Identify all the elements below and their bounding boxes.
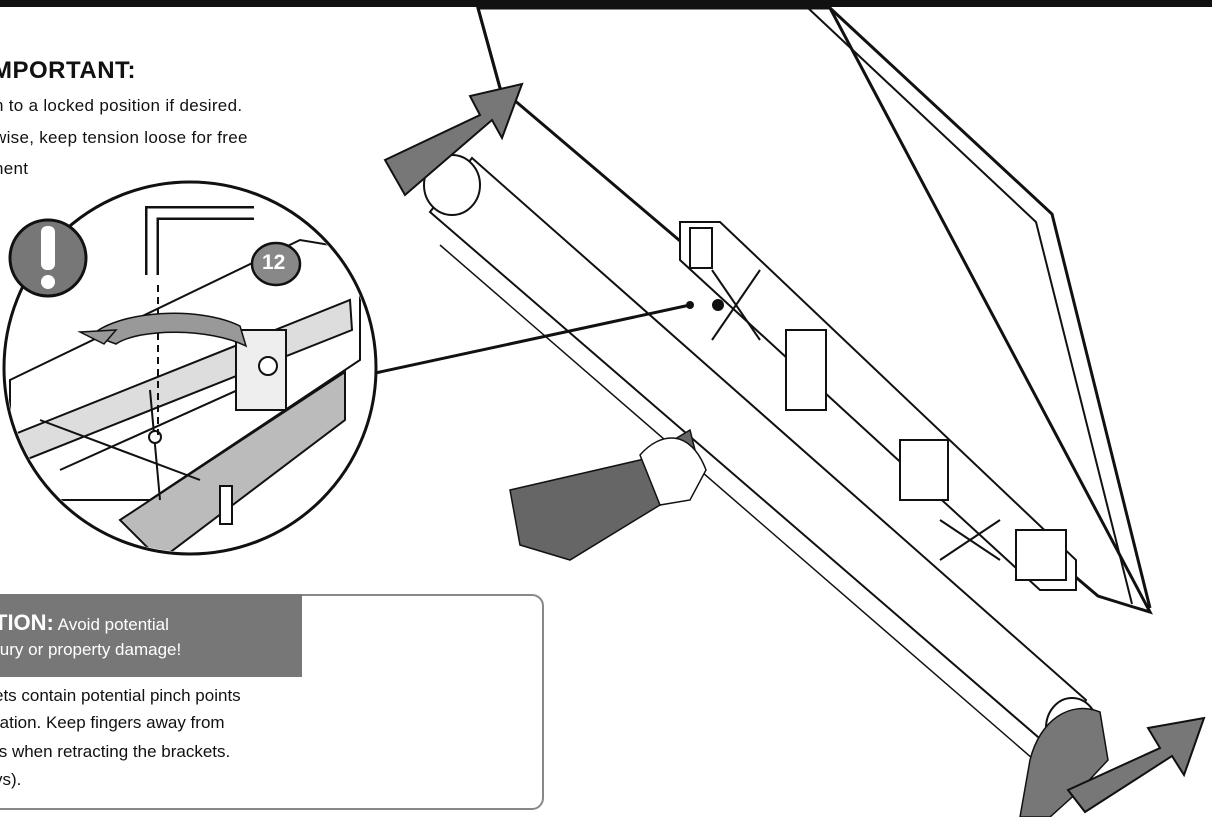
important-text-line: nent bbox=[0, 159, 29, 178]
top-border bbox=[0, 0, 1212, 7]
mount-brackets bbox=[679, 221, 1077, 591]
caution-heading: TION: Avoid potential bbox=[0, 610, 169, 636]
important-heading: MPORTANT: bbox=[0, 57, 137, 84]
caution-banner bbox=[0, 594, 302, 677]
important-text-line: wise, keep tension loose for free bbox=[0, 128, 248, 147]
caution-subheading: jury or property damage! bbox=[0, 640, 182, 659]
push-arrow-icon bbox=[383, 82, 1206, 814]
hex-key-icon bbox=[145, 206, 254, 435]
caution-text-line: ets contain potential pinch points bbox=[0, 686, 241, 705]
caution-heading-label: TION: bbox=[0, 610, 54, 635]
caution-heading-rest: Avoid potential bbox=[53, 615, 169, 634]
rotate-arrow-icon bbox=[77, 312, 248, 348]
step-badge bbox=[250, 241, 302, 287]
hand-icon bbox=[509, 428, 707, 561]
caution-text-line: ts when retracting the brackets. bbox=[0, 742, 231, 761]
exclamation-icon bbox=[8, 218, 88, 298]
step-number: 12 bbox=[262, 251, 286, 274]
caution-text-line: ration. Keep fingers away from bbox=[0, 713, 225, 732]
caution-text-line: vs). bbox=[0, 770, 22, 789]
important-text-line: n to a locked position if desired. bbox=[0, 96, 243, 115]
